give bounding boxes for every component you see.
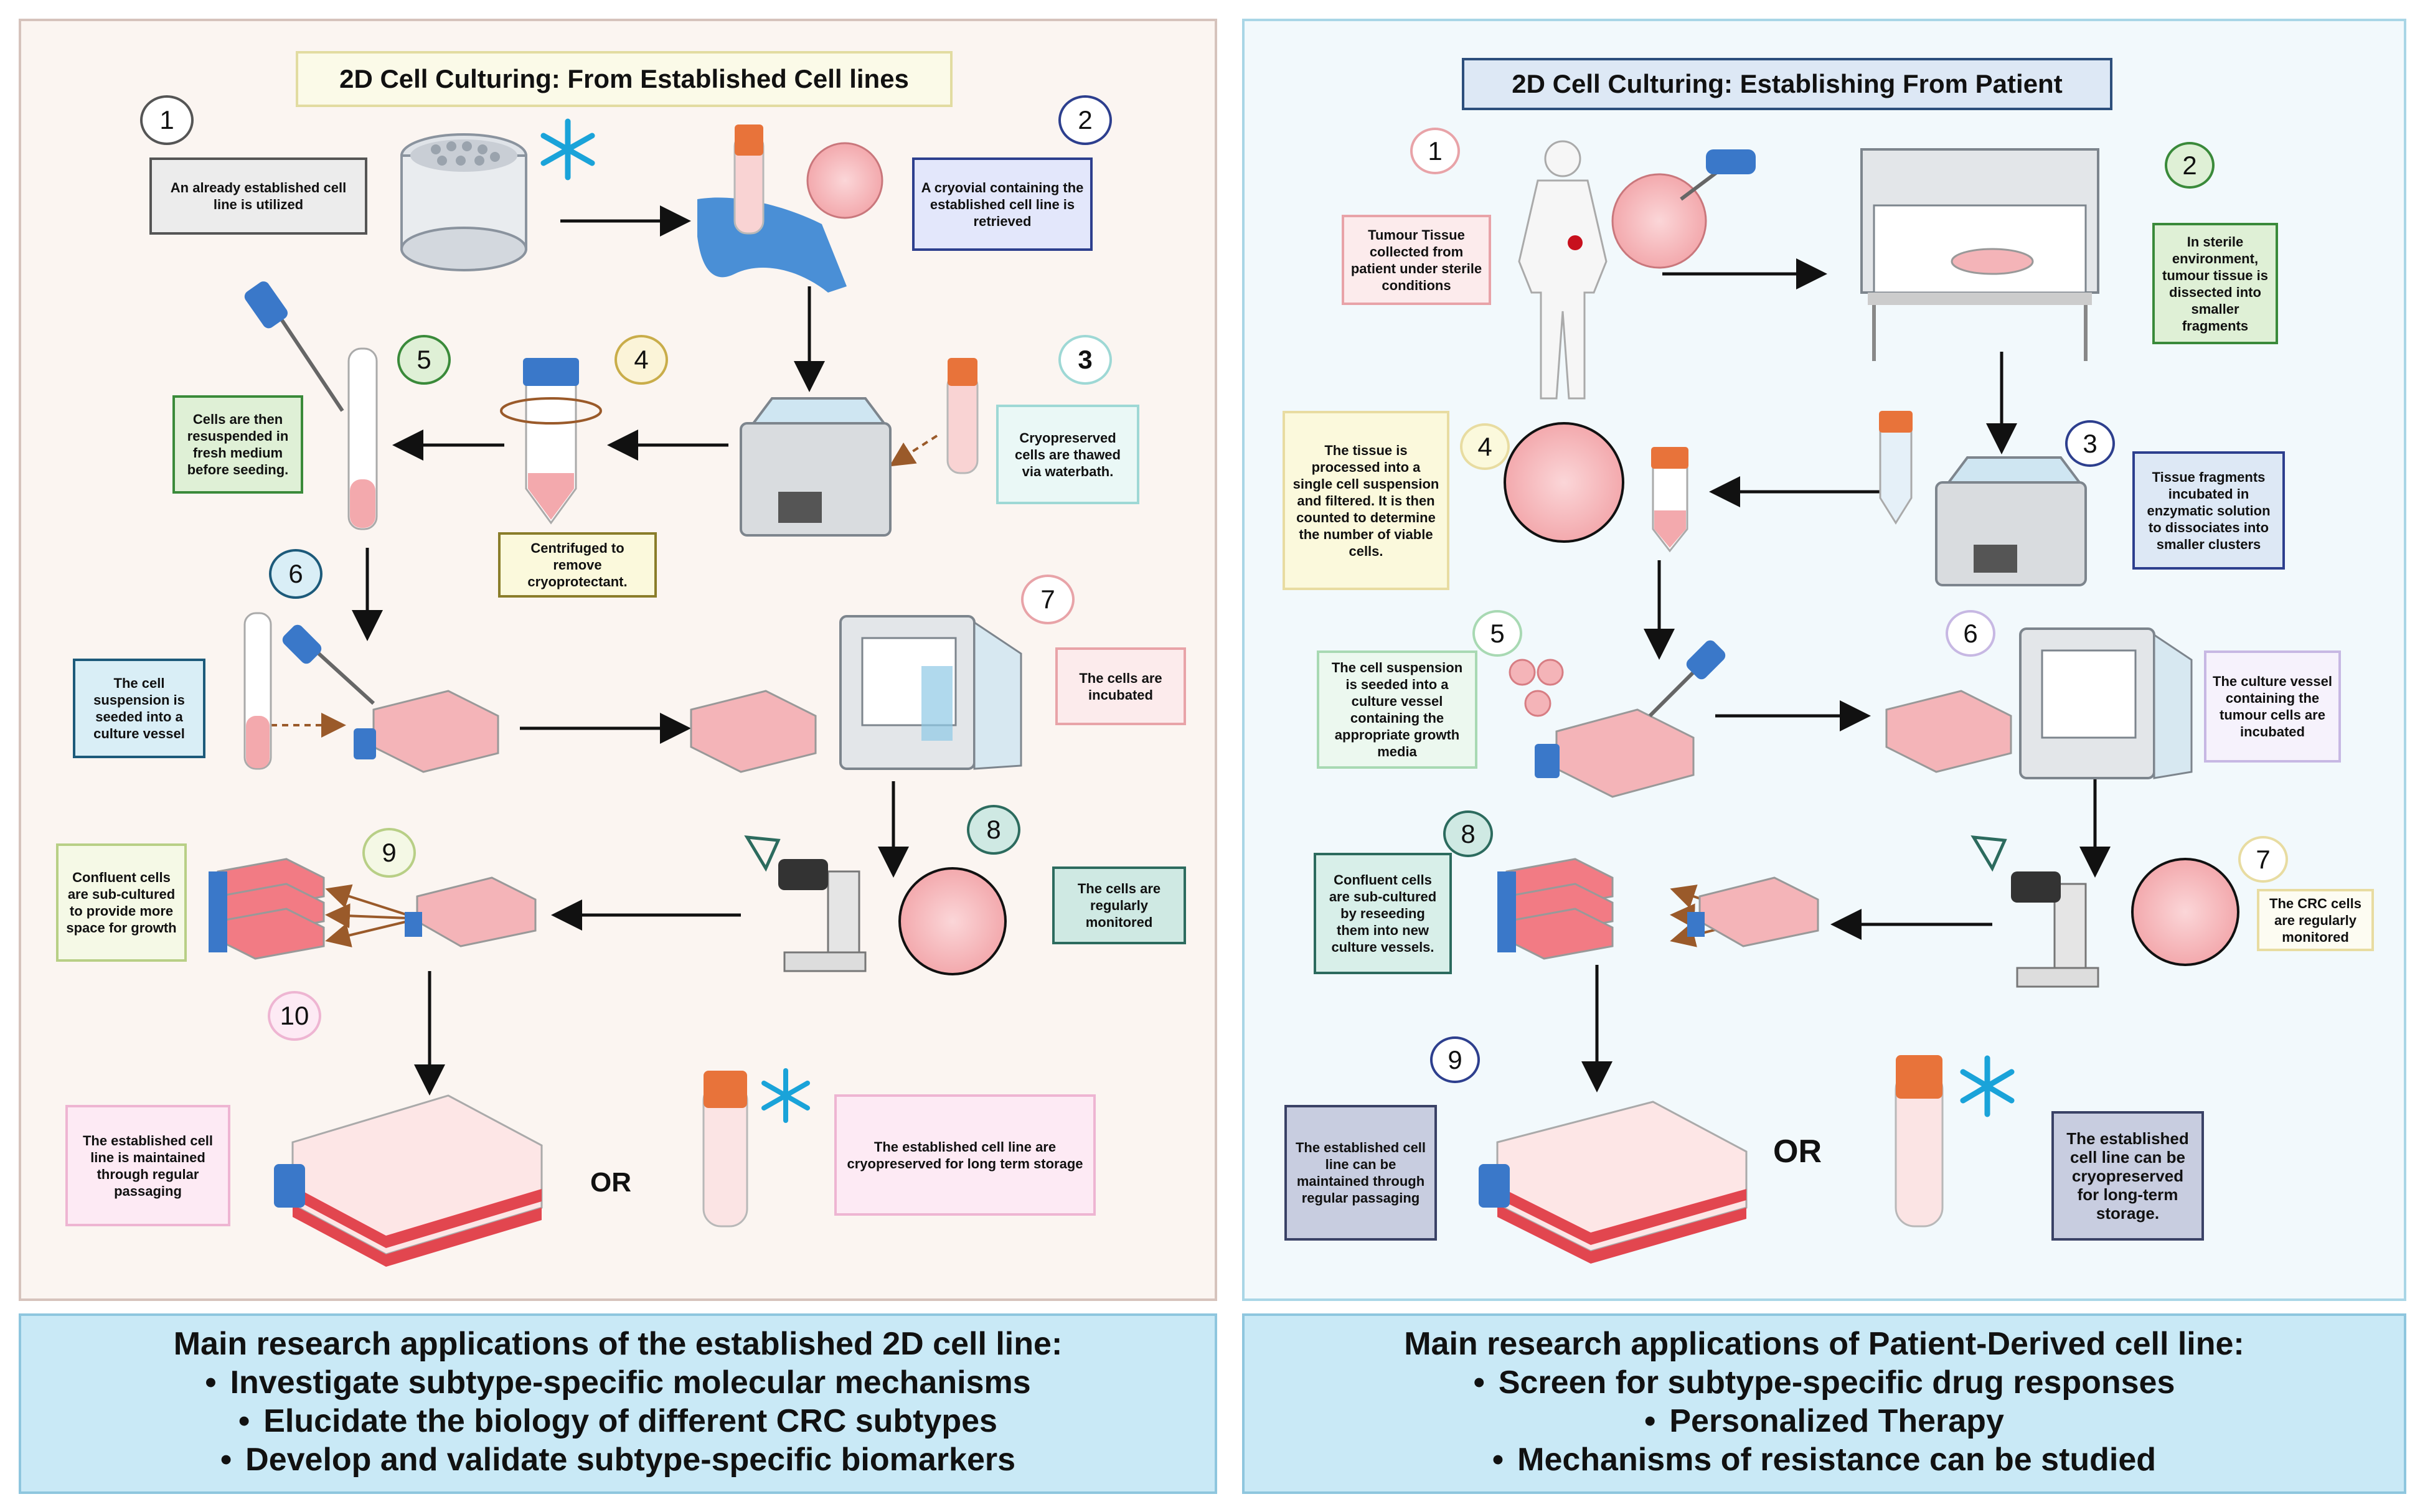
left-applications-list: •Investigate subtype-specific molecular … (21, 1363, 1215, 1479)
test-tube-icon (243, 612, 272, 770)
left-step-7-label: The cells are incubated (1055, 647, 1186, 725)
cryovial-icon (946, 358, 979, 474)
microscope-icon (1970, 835, 2239, 988)
right-step-7-number: 7 (2238, 836, 2288, 883)
left-step-6-number: 6 (269, 549, 323, 599)
human-body-icon (1518, 140, 1608, 400)
left-step-5-label: Cells are then resuspended in fresh medi… (172, 395, 303, 494)
list-item: •Elucidate the biology of different CRC … (238, 1403, 997, 1439)
right-step-6-label: The culture vessel containing the tumour… (2204, 650, 2341, 763)
left-step-3-number: 3 (1058, 335, 1112, 385)
right-applications-title: Main research applications of Patient-De… (1404, 1326, 2244, 1362)
right-step-5-label: The cell suspension is seeded into a cul… (1317, 650, 1477, 769)
centrifuge-tube-icon (1879, 411, 1913, 525)
left-step-4-number: 4 (614, 335, 668, 385)
list-item: •Personalized Therapy (1644, 1403, 2004, 1439)
left-step-5-number: 5 (397, 335, 451, 385)
left-step-8-number: 8 (967, 805, 1020, 855)
left-or-label: OR (590, 1167, 631, 1198)
flask-icon (690, 690, 817, 773)
left-step-10-label: The established cell line is maintained … (65, 1105, 230, 1226)
left-cryopreserve-label: The established cell line are cryopreser… (834, 1094, 1096, 1216)
left-step-6-label: The cell suspension is seeded into a cul… (73, 659, 205, 758)
pipette-icon (244, 281, 344, 412)
centrifuge-tube-icon (1651, 447, 1688, 553)
right-step-6-number: 6 (1946, 610, 1995, 657)
gloved-hand-icon (697, 124, 883, 293)
snowflake-icon (540, 118, 595, 181)
list-item: •Screen for subtype-specific drug respon… (1473, 1364, 2175, 1401)
right-step-5-number: 5 (1472, 610, 1522, 657)
right-step-9-number: 9 (1430, 1036, 1480, 1083)
left-step-9-number: 9 (362, 828, 416, 878)
left-step-8-label: The cells are regularly monitored (1052, 866, 1186, 944)
flask-icon (1535, 708, 1695, 798)
left-step-1-number: 1 (140, 95, 194, 145)
test-tube-icon (347, 347, 378, 530)
incubator-icon (839, 615, 1022, 770)
right-step-2-label: In sterile environment, tumour tissue is… (2152, 223, 2278, 344)
list-item: •Investigate subtype-specific molecular … (205, 1364, 1031, 1401)
left-step-7-number: 7 (1021, 575, 1075, 624)
incubator-icon (2019, 627, 2193, 779)
left-step-1-label: An already established cell line is util… (149, 157, 367, 235)
flask-icon (274, 1094, 543, 1267)
snowflake-icon (761, 1068, 810, 1123)
right-step-9-label: The established cell line can be maintai… (1284, 1105, 1437, 1241)
right-step-2-number: 2 (2165, 142, 2215, 189)
right-cryopreserve-label: The established cell line can be cryopre… (2051, 1111, 2204, 1241)
left-step-2-number: 2 (1058, 95, 1112, 145)
cell-cluster-icon (1509, 659, 1564, 717)
right-step-3-number: 3 (2065, 420, 2115, 467)
microscope-icon (744, 835, 1007, 975)
right-or-label: OR (1773, 1134, 1822, 1170)
right-step-8-number: 8 (1443, 810, 1493, 857)
right-step-4-label: The tissue is processed into a single ce… (1283, 411, 1449, 590)
right-step-3-label: Tissue fragments incubated in enzymatic … (2132, 451, 2285, 570)
biosafety-cabinet-icon (1860, 148, 2099, 361)
flask-icon (1479, 1101, 1748, 1264)
flask-icon (1497, 858, 1614, 960)
right-panel-title: 2D Cell Culturing: Establishing From Pat… (1462, 58, 2112, 110)
list-item: •Develop and validate subtype-specific b… (220, 1442, 1016, 1478)
right-step-1-label: Tumour Tissue collected from patient und… (1342, 215, 1491, 305)
cryovial-icon (1895, 1055, 1944, 1228)
right-applications-list: •Screen for subtype-specific drug respon… (1245, 1363, 2404, 1479)
flask-icon (354, 690, 499, 773)
left-step-3-label: Cryopreserved cells are thawed via water… (996, 405, 1139, 504)
cryovial-icon (702, 1071, 748, 1228)
flask-icon (1687, 876, 1819, 947)
left-applications-title: Main research applications of the establ… (173, 1326, 1063, 1362)
pipette-icon (1648, 640, 1726, 718)
right-step-8-label: Confluent cells are sub-cultured by rese… (1314, 853, 1452, 974)
cell-cluster-icon (1504, 422, 1624, 543)
scalpel-icon (1680, 149, 1756, 201)
right-step-7-label: The CRC cells are regularly monitored (2257, 889, 2374, 951)
pipette-icon (282, 624, 375, 705)
left-step-2-label: A cryovial containing the established ce… (912, 157, 1093, 251)
flask-icon (1885, 690, 2012, 773)
flask-icon (209, 858, 325, 960)
left-applications-box: Main research applications of the establ… (19, 1313, 1217, 1494)
flask-icon (405, 876, 537, 947)
snowflake-icon (1960, 1055, 2015, 1117)
left-panel-title: 2D Cell Culturing: From Established Cell… (296, 51, 953, 107)
left-step-9-label: Confluent cells are sub-cultured to prov… (56, 843, 187, 962)
right-applications-box: Main research applications of Patient-De… (1242, 1313, 2406, 1494)
cell-cluster-icon (1611, 173, 1707, 269)
left-step-10-number: 10 (268, 991, 321, 1041)
centrifuge-tube-icon (500, 358, 602, 525)
waterbath-icon (740, 397, 892, 537)
right-step-1-number: 1 (1410, 128, 1460, 174)
list-item: •Mechanisms of resistance can be studied (1492, 1442, 2157, 1478)
left-step-4-label: Centrifuged to remove cryoprotectant. (498, 532, 657, 598)
waterbath-icon (1935, 456, 2087, 586)
cryo-storage-box-icon (400, 133, 527, 271)
right-step-4-number: 4 (1460, 423, 1510, 470)
